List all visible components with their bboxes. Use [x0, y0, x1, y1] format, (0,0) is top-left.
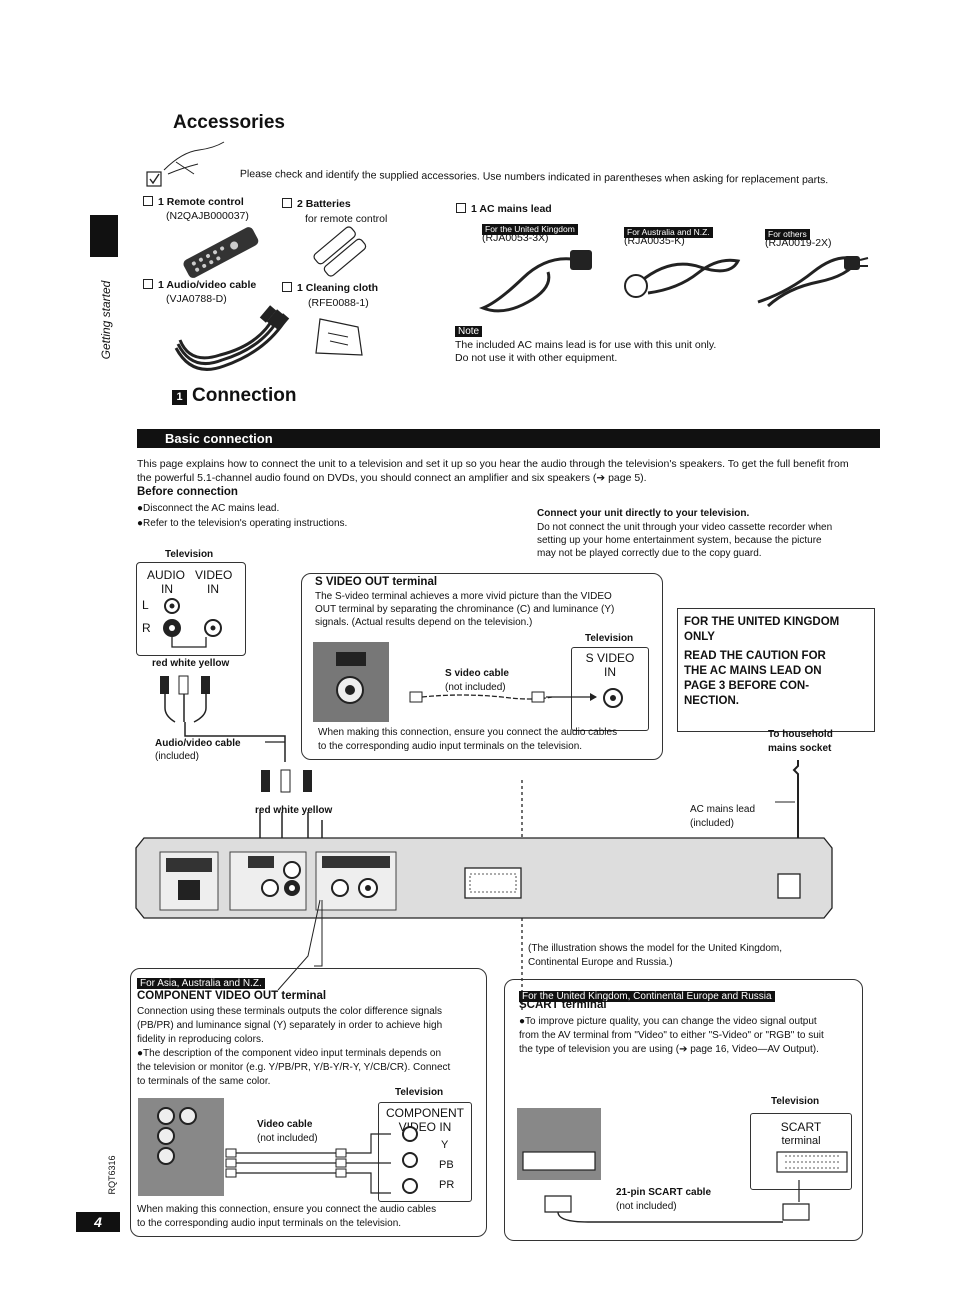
- svideo-line-3: signals. (Actual results depend on the t…: [315, 616, 532, 629]
- tv-main-label: Television: [165, 548, 213, 561]
- cloth-code: (RFE0088-1): [308, 297, 369, 310]
- y-label: Y: [441, 1139, 448, 1151]
- pb-label: PB: [439, 1159, 454, 1171]
- note-line-2: Do not use it with other equipment.: [455, 352, 617, 365]
- connection-intro-2: the powerful 5.1-channel audio found on …: [137, 472, 647, 485]
- before-connection-heading: Before connection: [137, 486, 238, 498]
- component-line-5: the television or monitor (e.g. Y/PB/PR,…: [137, 1061, 450, 1074]
- others-lead-image: [748, 250, 868, 315]
- uk-caution-l4: THE AC MAINS LEAD ON: [684, 664, 868, 679]
- component-heading: COMPONENT VIDEO OUT terminal: [137, 990, 326, 1002]
- lead-others-code: (RJA0019-2X): [765, 237, 832, 250]
- au-lead-image: [618, 252, 743, 312]
- lead-au-code: (RJA0035-K): [624, 235, 685, 248]
- batteries-image: [312, 230, 372, 272]
- svideo-cable-sub: (not included): [445, 681, 506, 694]
- av-cable-image: [172, 300, 282, 370]
- remote-item: 1 Remote control: [143, 196, 244, 209]
- component-footer-2: to the corresponding audio input termina…: [137, 1217, 401, 1230]
- checklist-icon: [146, 140, 236, 190]
- side-tab-marker: [90, 215, 118, 257]
- uk-caution-l2: ONLY: [684, 630, 868, 645]
- cloth-item: 1 Cleaning cloth: [282, 282, 378, 295]
- illustration-note-2: Continental Europe and Russia.): [528, 956, 673, 969]
- connection-number: 1: [172, 390, 187, 405]
- scart-line-3: the type of television you are using (➔ …: [519, 1043, 819, 1056]
- note-line-1: The included AC mains lead is for use wi…: [455, 339, 716, 352]
- uk-caution-l6: NECTION.: [684, 694, 868, 709]
- household-line-1: To household: [768, 728, 833, 741]
- svideo-cable-label: S video cable: [445, 667, 509, 680]
- component-line-6: to terminals of the same color.: [137, 1075, 270, 1088]
- component-cable-sub: (not included): [257, 1132, 318, 1145]
- scart-diagram: [515, 1106, 855, 1226]
- component-diagram: [136, 1096, 426, 1206]
- av-cable-item: 1 Audio/video cable: [143, 279, 256, 292]
- cleaning-cloth-image: [312, 315, 366, 361]
- svideo-line-1: The S-video terminal achieves a more viv…: [315, 590, 612, 603]
- component-cable-label: Video cable: [257, 1118, 312, 1131]
- component-footer-1: When making this connection, ensure you …: [137, 1203, 436, 1216]
- component-region-tag: For Asia, Australia and N.Z.: [137, 973, 265, 991]
- basic-connection-banner: Basic connection: [137, 429, 880, 448]
- scart-heading: SCART terminal: [519, 999, 607, 1011]
- component-line-2: (PB/PR) and luminance signal (Y) separat…: [137, 1019, 442, 1032]
- accessories-heading: Accessories: [173, 112, 285, 134]
- plug-colors-top: red white yellow: [152, 657, 229, 670]
- direct-line-2: setting up your home entertainment syste…: [537, 534, 822, 547]
- svideo-footer-2: to the corresponding audio input termina…: [318, 740, 582, 753]
- remote-code: (N2QAJB000037): [166, 210, 249, 223]
- batteries-sub: for remote control: [305, 213, 387, 226]
- lead-uk-code: (RJA0053-3X): [482, 232, 549, 245]
- ac-lead-item: 1 AC mains lead: [456, 203, 552, 216]
- accessories-intro: Please check and identify the supplied a…: [240, 168, 880, 188]
- connection-heading: Connection: [192, 385, 297, 407]
- footer-code: RQT6316: [107, 1150, 117, 1200]
- uk-caution-box: FOR THE UNITED KINGDOM ONLY READ THE CAU…: [677, 608, 875, 732]
- scart-line-1: ●To improve picture quality, you can cha…: [519, 1015, 817, 1028]
- uk-caution-l1: FOR THE UNITED KINGDOM: [684, 615, 868, 630]
- component-line-3: fidelity in reproducing colors.: [137, 1033, 264, 1046]
- pr-label: PR: [439, 1179, 454, 1191]
- scart-cable-label: 21-pin SCART cable: [616, 1186, 711, 1199]
- connection-intro-1: This page explains how to connect the un…: [137, 458, 882, 471]
- svideo-footer-1: When making this connection, ensure you …: [318, 726, 617, 739]
- uk-caution-l3: READ THE CAUTION FOR: [684, 649, 868, 664]
- direct-line-3: may not be played correctly due to the c…: [537, 547, 762, 560]
- remote-control-image: [180, 225, 260, 280]
- svideo-line-2: OUT terminal by separating the chrominan…: [315, 603, 614, 616]
- household-line-2: mains socket: [768, 742, 831, 755]
- before-item-1: ●Disconnect the AC mains lead.: [137, 502, 279, 515]
- component-line-1: Connection using these terminals outputs…: [137, 1005, 442, 1018]
- page-number: 4: [76, 1212, 120, 1232]
- component-line-4: ●The description of the component video …: [137, 1047, 441, 1060]
- av-cable-label: Audio/video cable: [155, 737, 241, 750]
- uk-lead-image: [478, 246, 598, 316]
- uk-caution-l5: PAGE 3 BEFORE CON-: [684, 679, 868, 694]
- scart-line-2: from the AV terminal from "Video" to eit…: [519, 1029, 824, 1042]
- scart-cable-sub: (not included): [616, 1200, 677, 1213]
- side-tab-label: Getting started: [99, 270, 113, 370]
- direct-line-1: Do not connect the unit through your vid…: [537, 521, 832, 534]
- note-tag: Note: [455, 321, 482, 339]
- svideo-heading: S VIDEO OUT terminal: [315, 576, 437, 588]
- before-item-2: ●Refer to the television's operating ins…: [137, 517, 347, 530]
- tv-main-jacks: [136, 562, 246, 657]
- batteries-item: 2 Batteries: [282, 198, 351, 211]
- illustration-note-1: (The illustration shows the model for th…: [528, 942, 782, 955]
- direct-connect-heading: Connect your unit directly to your telev…: [537, 507, 749, 520]
